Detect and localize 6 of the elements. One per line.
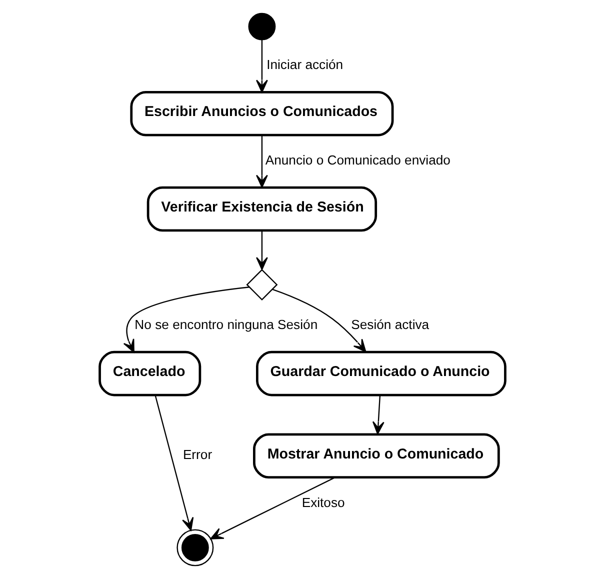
edge-label: Iniciar acción: [266, 57, 343, 72]
edge-label: Exitoso: [301, 494, 344, 510]
edge-label: Error: [182, 447, 212, 462]
edge-label: Anuncio o Comunicado enviado: [264, 152, 450, 168]
edge-label: Sesión activa: [350, 317, 429, 332]
edge-label: No se encontro ninguna Sesión: [134, 317, 318, 332]
